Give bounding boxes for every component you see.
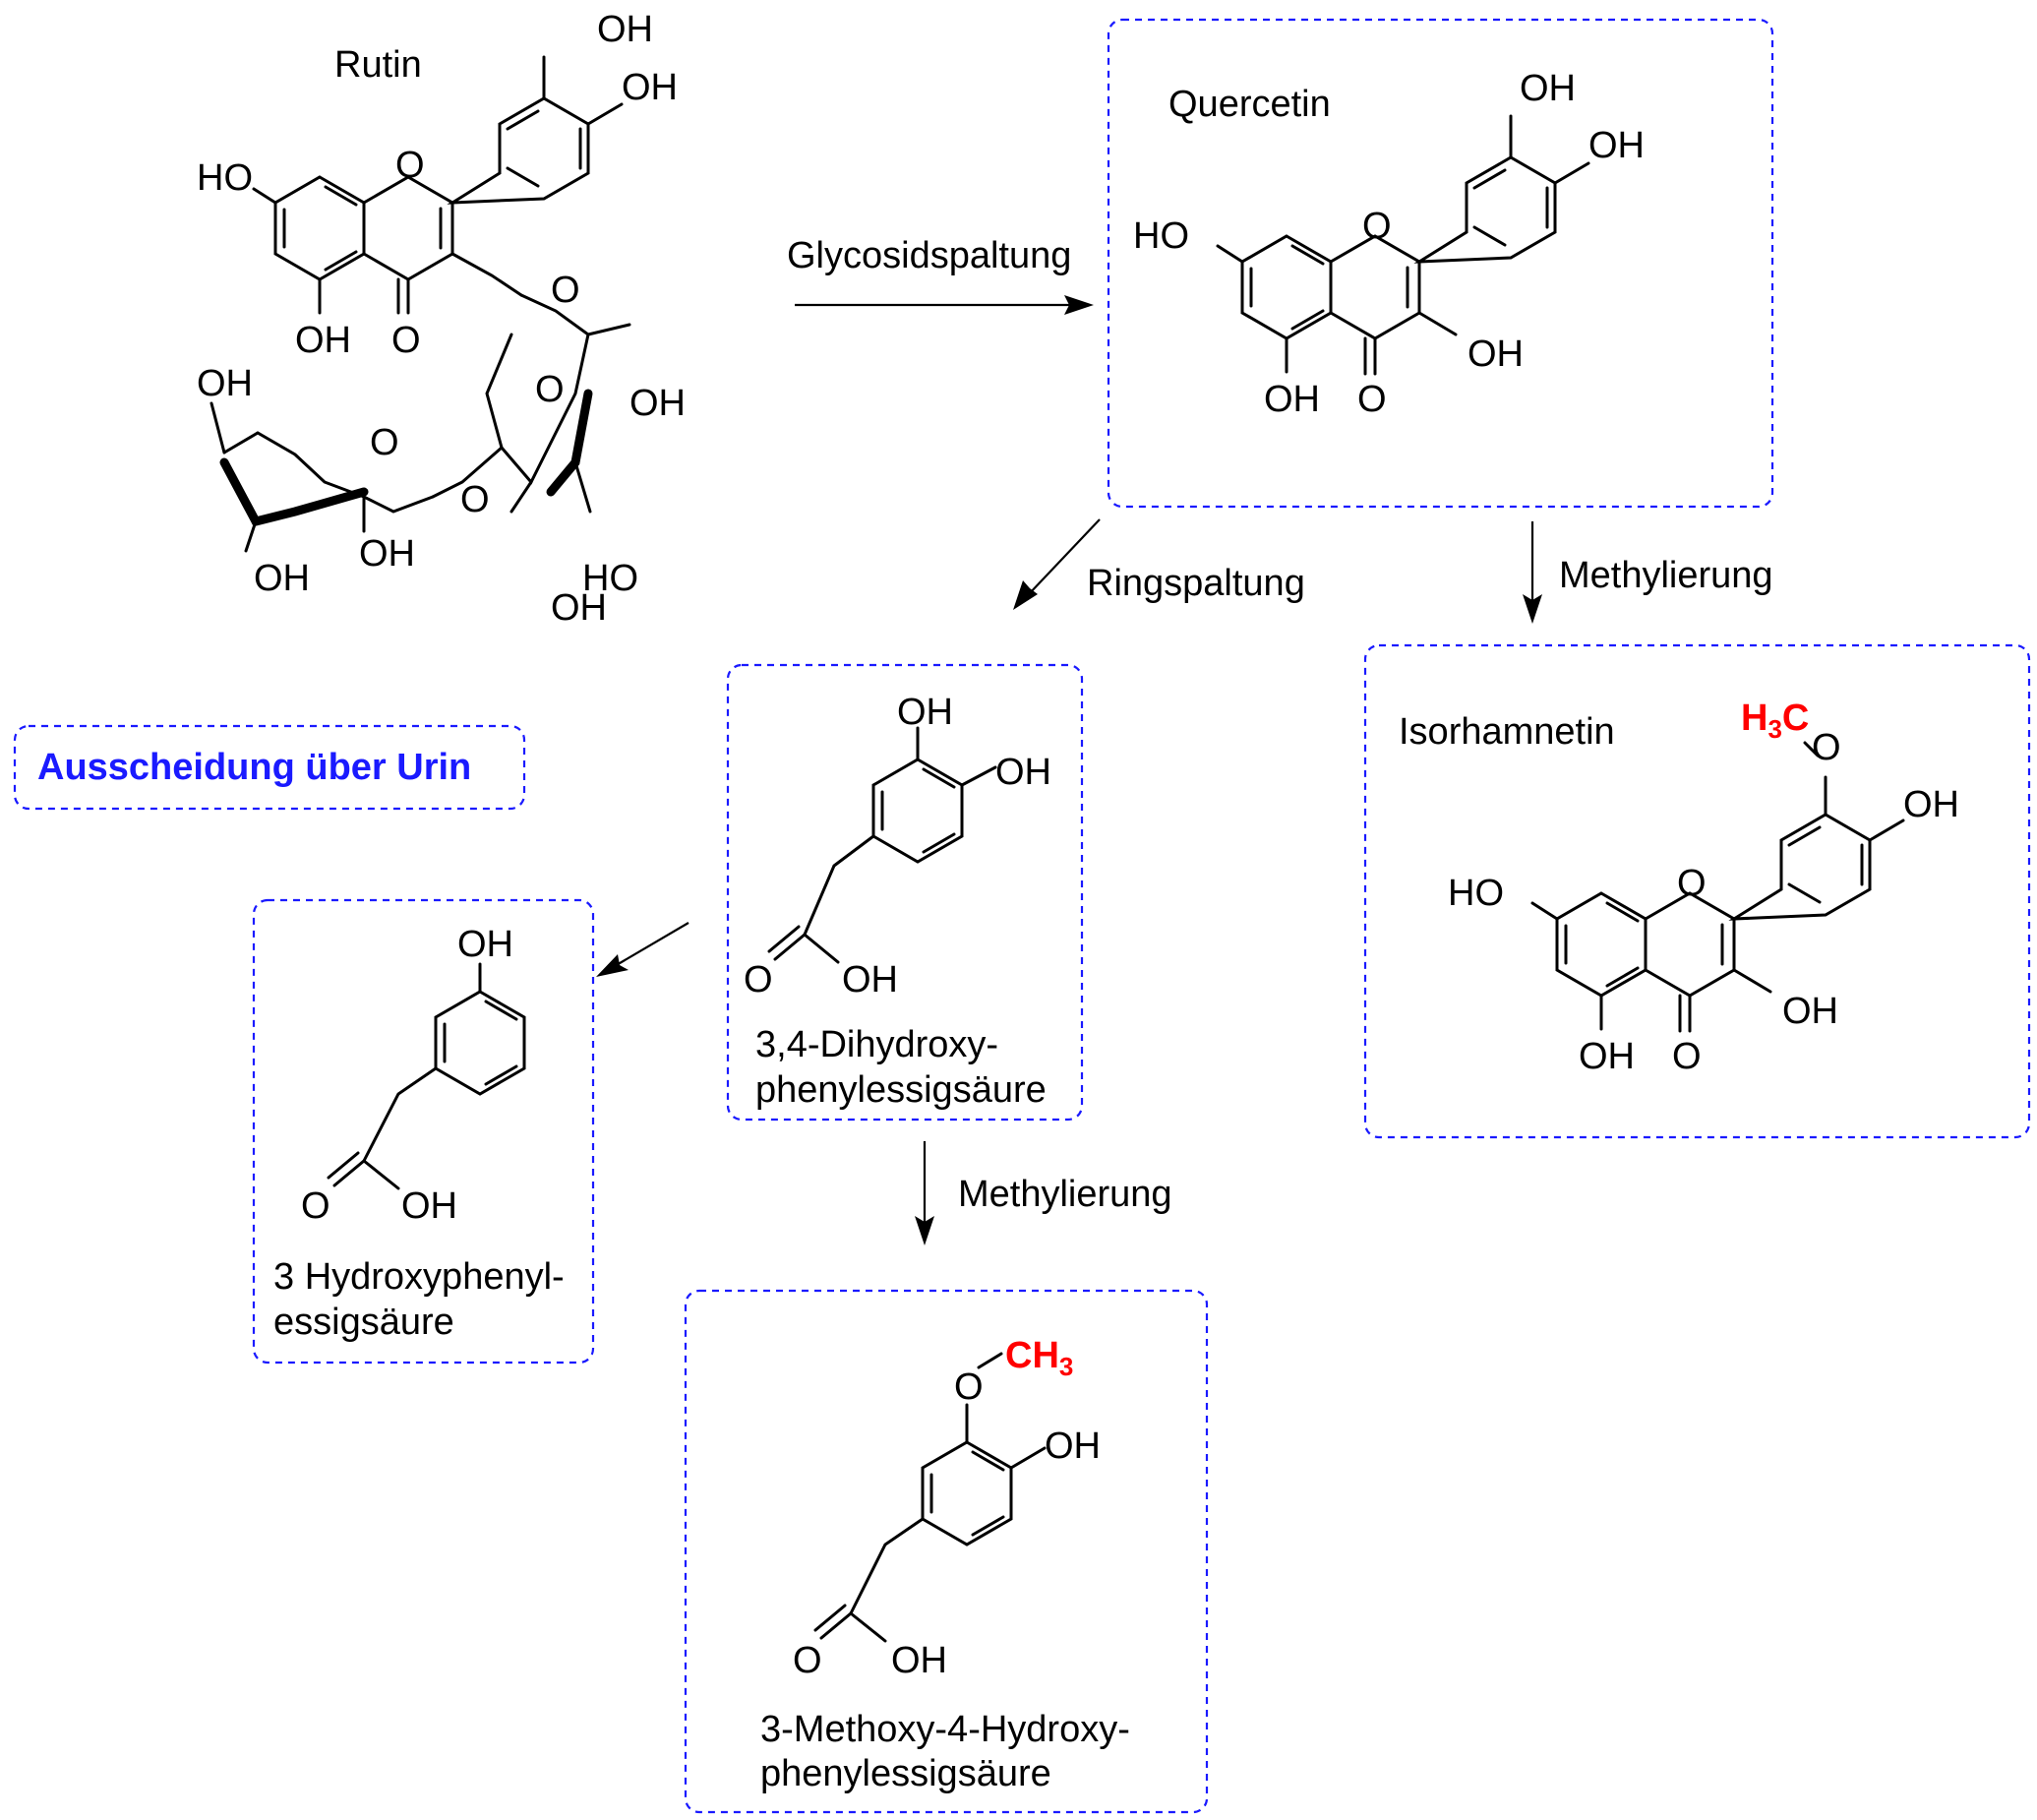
dihydroxyphenylacetic-box: OH OH O OH 3,4-Dihydroxy- phenylessigsäu… (726, 663, 1084, 1122)
dihydroxy-label-2: phenylessigsäure (755, 1069, 1047, 1111)
arrow-methylierung-1: Methylierung (1523, 521, 1773, 624)
rutin-label: Rutin (334, 44, 422, 86)
excretion-label: Ausscheidung über Urin (37, 747, 471, 788)
isorhamnetin-box: Isorhamnetin H3C O OH HO O OH OH O (1363, 643, 2031, 1139)
isorhamnetin-ho-7: HO (1448, 873, 1504, 914)
rutin-oh-3p: OH (597, 9, 653, 50)
hydroxyphenylacetic-box: OH O OH 3 Hydroxyphenyl- essigsäure (252, 898, 595, 1365)
label-ringspaltung: Ringspaltung (1087, 563, 1305, 604)
rutin-oh-5: OH (295, 320, 351, 361)
methoxy-oh-4: OH (1045, 1426, 1101, 1467)
dihydroxy-label-1: 3,4-Dihydroxy- (755, 1024, 998, 1065)
quercetin-oh-5: OH (1264, 379, 1320, 420)
arrow-glycosidspaltung: Glycosidspaltung (787, 235, 1094, 315)
quercetin-oh-4p: OH (1588, 125, 1645, 166)
rutin-oh-4p: OH (622, 67, 678, 108)
rutin-structure: Rutin OH OH HO O O OH (197, 9, 686, 629)
methoxy-ch3: CH3 (1005, 1335, 1073, 1381)
quercetin-ho-7: HO (1133, 215, 1189, 257)
rutin-o-carbonyl: O (391, 320, 421, 361)
rutin-oh-ring3: OH (254, 558, 310, 599)
isorhamnetin-oh-5: OH (1579, 1036, 1635, 1077)
isorhamnetin-o-carbonyl: O (1672, 1036, 1702, 1077)
methoxy-oh-acid: OH (891, 1640, 947, 1681)
label-methylierung-1: Methylierung (1559, 555, 1773, 596)
rutin-o-ring: O (395, 145, 425, 186)
hydroxyphenyl-oh: OH (457, 924, 513, 965)
dihydroxy-oh-4: OH (995, 752, 1051, 793)
quercetin-oh-3p: OH (1520, 68, 1576, 109)
isorhamnetin-oh-3: OH (1782, 991, 1838, 1032)
arrow-to-hydroxyphenyl (596, 922, 689, 977)
rutin-oh-ring2: OH (359, 533, 415, 575)
hydroxyphenyl-label-2: essigsäure (273, 1302, 454, 1343)
isorhamnetin-oh-4p: OH (1903, 784, 1959, 825)
rutin-o-sugar2: O (370, 422, 399, 463)
isorhamnetin-h3c: H3C (1741, 698, 1809, 744)
isorhamnetin-label: Isorhamnetin (1399, 711, 1615, 753)
rutin-oh-ring4: OH (551, 587, 607, 629)
quercetin-box: Quercetin OH OH HO O OH OH O (1107, 18, 1774, 509)
hydroxyphenyl-o-carbonyl: O (301, 1185, 330, 1227)
rutin-oh-ring1: HO (582, 558, 638, 599)
methoxyhydroxyphenylacetic-box: O CH3 OH O OH 3-Methoxy-4-Hydroxy- pheny… (684, 1289, 1209, 1814)
quercetin-label: Quercetin (1168, 84, 1331, 125)
isorhamnetin-o-ring: O (1677, 863, 1707, 904)
label-methylierung-2: Methylierung (958, 1174, 1172, 1215)
dihydroxy-oh-acid: OH (842, 959, 898, 1001)
arrow-ringspaltung: Ringspaltung (1013, 518, 1305, 610)
arrow-methylierung-2: Methylierung (915, 1141, 1172, 1245)
label-glycosidspaltung: Glycosidspaltung (787, 235, 1071, 276)
rutin-ho-7: HO (197, 157, 253, 199)
rutin-oh-sugar1: OH (629, 383, 686, 424)
rutin-o-glycoside: O (551, 270, 580, 311)
rutin-oh-sugar: OH (197, 363, 253, 404)
rutin-o-link: O (460, 479, 490, 520)
methoxy-o: O (954, 1366, 984, 1408)
dihydroxy-oh-3: OH (897, 692, 953, 733)
hydroxyphenyl-oh-acid: OH (401, 1185, 457, 1227)
dihydroxy-o-carbonyl: O (744, 959, 773, 1001)
quercetin-oh-3: OH (1468, 334, 1524, 375)
methoxy-label-1: 3-Methoxy-4-Hydroxy- (760, 1709, 1130, 1750)
methoxy-o-carbonyl: O (793, 1640, 822, 1681)
rutin-o-sugar1: O (535, 369, 565, 410)
isorhamnetin-o-methoxy: O (1812, 727, 1841, 768)
hydroxyphenyl-label-1: 3 Hydroxyphenyl- (273, 1256, 565, 1298)
quercetin-o-ring: O (1362, 206, 1392, 247)
methoxy-label-2: phenylessigsäure (760, 1753, 1051, 1794)
excretion-box: Ausscheidung über Urin (13, 724, 526, 811)
quercetin-o-carbonyl: O (1357, 379, 1387, 420)
